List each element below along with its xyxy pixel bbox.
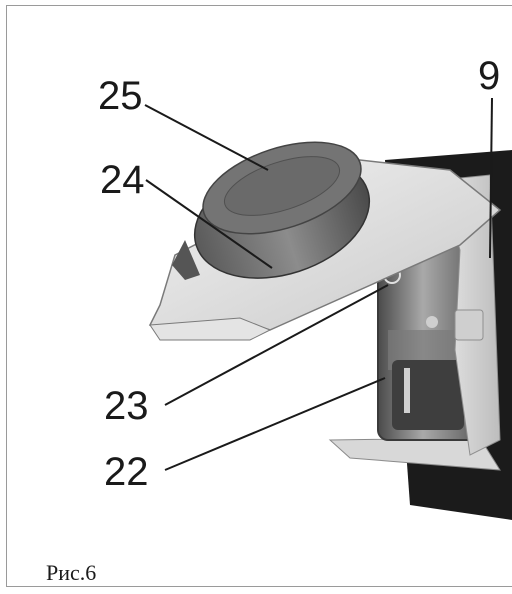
callout-23: 23 [104,384,149,428]
leader-line-24 [145,179,273,269]
leader-line-23 [164,284,389,406]
figure-caption: Рис.6 [46,560,97,585]
callout-9: 9 [478,54,501,98]
callout-25: 25 [98,74,143,118]
knob-part-25 [172,141,371,280]
leader-line-9 [489,97,493,259]
leader-line-22 [164,377,386,471]
figure-frame [6,5,512,587]
white-frame-part-9 [439,174,501,456]
callout-22: 22 [104,450,149,494]
leader-line-25 [144,104,269,171]
callout-24: 24 [100,158,145,202]
leader-lines [144,97,493,471]
